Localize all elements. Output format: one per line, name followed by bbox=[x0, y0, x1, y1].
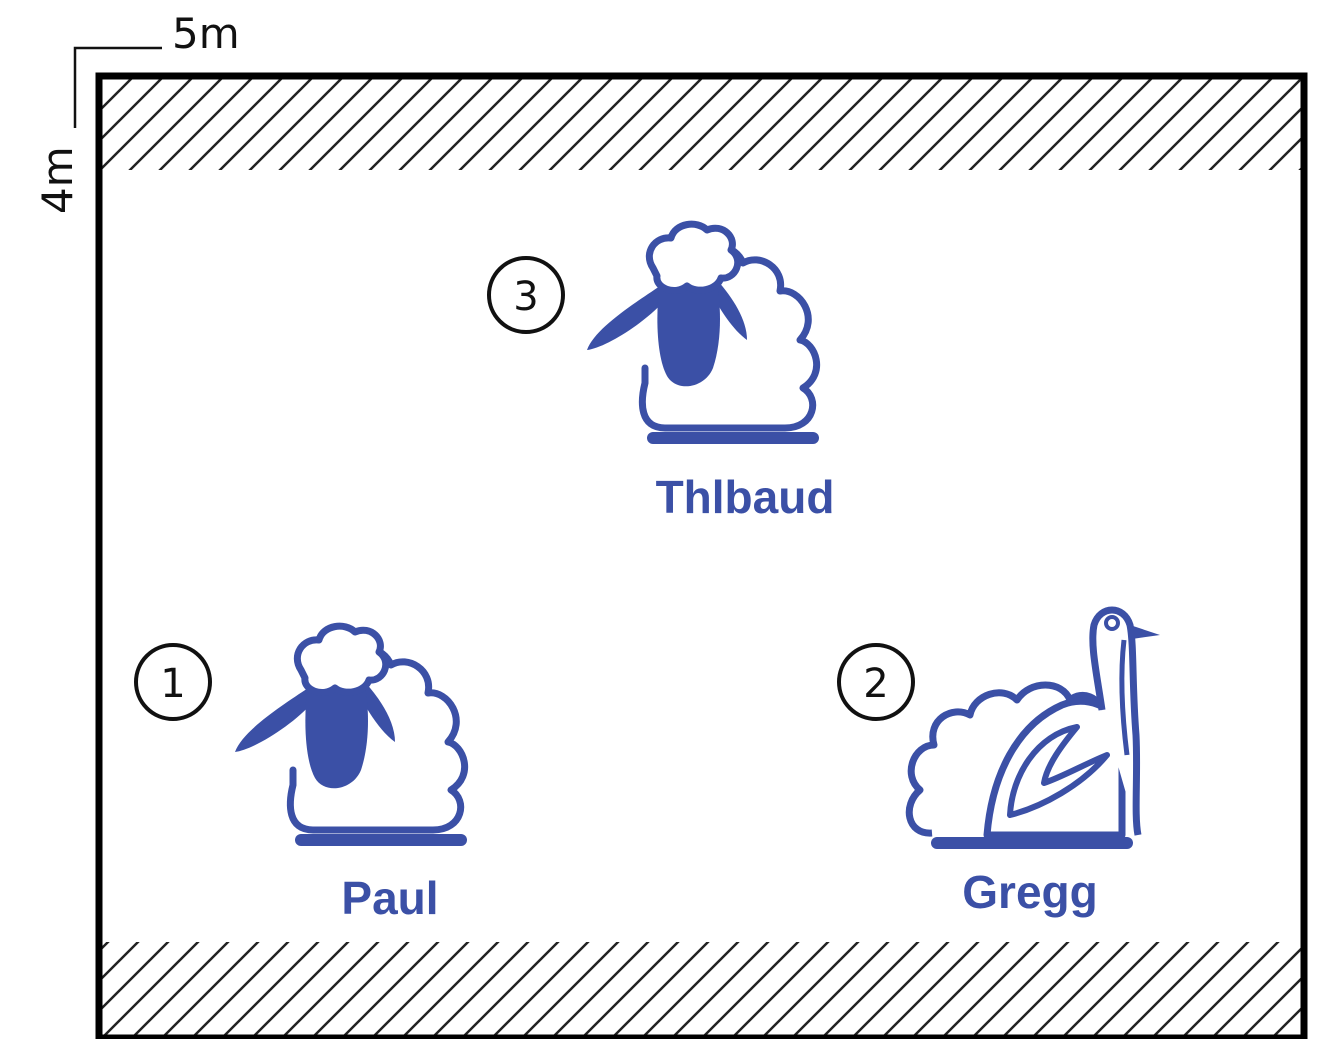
animal-name-label: Gregg bbox=[962, 866, 1097, 918]
animal-name-label: Paul bbox=[341, 872, 438, 924]
animal-name-label: Thlbaud bbox=[656, 471, 835, 523]
number-badge-3: 3 bbox=[487, 256, 565, 334]
sheep-icon bbox=[587, 224, 817, 438]
badge-number: 3 bbox=[513, 274, 538, 320]
bottom-wall-hatch bbox=[100, 942, 1302, 1036]
animal-paul: 1 Paul bbox=[134, 626, 465, 924]
dimension-indicator: 5m 4m bbox=[33, 9, 240, 214]
number-badge-1: 1 bbox=[134, 643, 212, 721]
badge-number: 2 bbox=[863, 661, 888, 707]
width-label: 5m bbox=[172, 9, 240, 58]
pen-border bbox=[95, 72, 1308, 1039]
height-label: 4m bbox=[33, 146, 82, 214]
badge-number: 1 bbox=[160, 661, 185, 707]
top-wall-hatch bbox=[100, 78, 1302, 170]
sheep-icon bbox=[235, 626, 465, 840]
animal-gregg: 2 Gregg bbox=[837, 610, 1160, 918]
animal-thlbaud: 3 Thlbaud bbox=[487, 224, 835, 523]
number-badge-2: 2 bbox=[837, 643, 915, 721]
turkey-icon bbox=[909, 610, 1160, 843]
